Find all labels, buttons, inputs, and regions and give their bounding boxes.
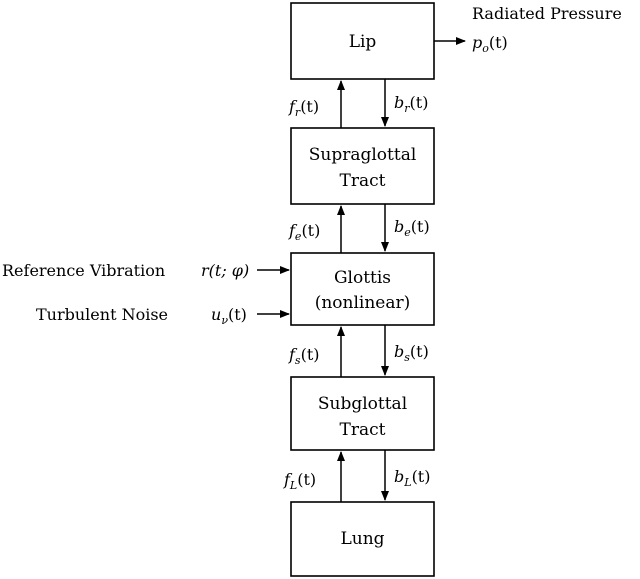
- b-l-label: bL(t): [394, 467, 430, 489]
- turbulent-noise-label: Turbulent Noise: [36, 305, 168, 324]
- lip-block: Lip: [290, 2, 435, 80]
- supraglottal-block: Supraglottal Tract: [290, 127, 435, 205]
- glottis-label-line1: Glottis: [334, 268, 391, 288]
- b-e-label: be(t): [394, 217, 430, 239]
- b-s-label: bs(t): [394, 342, 429, 364]
- f-s-label: fs(t): [288, 345, 320, 367]
- reference-vibration-label: Reference Vibration: [2, 261, 165, 280]
- b-r-label: br(t): [394, 93, 428, 115]
- supraglottal-label-line1: Supraglottal: [309, 145, 417, 165]
- lip-label: Lip: [349, 32, 377, 52]
- radiated-pressure-label: Radiated Pressure: [472, 4, 622, 23]
- reference-signal-label: r(t; φ): [201, 261, 249, 280]
- glottis-block: Glottis (nonlinear): [290, 252, 435, 326]
- glottis-label-line2: (nonlinear): [315, 293, 411, 313]
- f-r-label: fr(t): [288, 97, 319, 119]
- f-e-label: fe(t): [288, 221, 320, 243]
- subglottal-label-line1: Subglottal: [318, 394, 407, 414]
- noise-signal-label: uν(t): [211, 305, 247, 327]
- subglottal-label-line2: Tract: [340, 420, 386, 440]
- output-signal-label: po(t): [472, 33, 508, 55]
- lung-block: Lung: [290, 501, 435, 577]
- subglottal-block: Subglottal Tract: [290, 376, 435, 451]
- lung-label: Lung: [340, 529, 384, 549]
- f-l-label: fL(t): [283, 470, 316, 492]
- supraglottal-label-line2: Tract: [340, 171, 386, 191]
